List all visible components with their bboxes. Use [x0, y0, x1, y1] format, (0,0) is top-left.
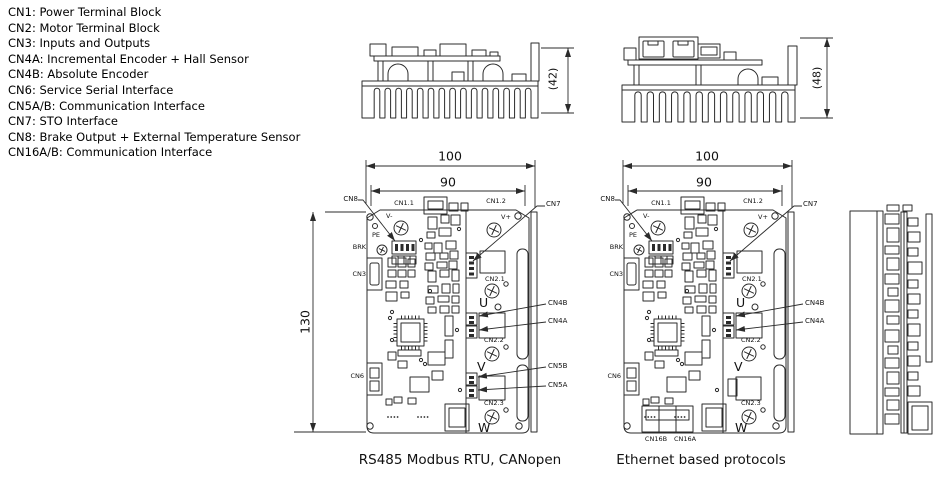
label-cn12-canopen: CN1.2	[486, 197, 506, 205]
label-cn7-canopen: CN7	[546, 200, 561, 208]
label-u-canopen: U	[479, 295, 489, 310]
label-cn23-canopen: CN2.3	[484, 399, 504, 407]
label-cn3-canopen: CN3	[352, 270, 366, 278]
label-cn11-canopen: CN1.1	[394, 199, 414, 207]
legend-item-1: CN2: Motor Terminal Block	[8, 20, 160, 35]
label-cn16b-ethernet: CN16B	[644, 435, 668, 443]
label-v-canopen: V+	[501, 213, 511, 221]
label-v-canopen: V-	[386, 212, 393, 220]
legend-item-2: CN3: Inputs and Outputs	[8, 36, 151, 51]
label-cn4a-ethernet: CN4A	[805, 317, 825, 325]
label-cn11-ethernet: CN1.1	[651, 199, 671, 207]
label-brk-canopen: BRK	[352, 243, 366, 251]
label-w-ethernet: W	[735, 420, 748, 435]
label-cn8-canopen: CN8	[343, 195, 358, 203]
label-v-ethernet: V+	[758, 213, 768, 221]
label-pe-ethernet: PE	[629, 231, 638, 239]
dim-width-inner-ethernet: 90	[696, 174, 712, 190]
legend-item-5: CN6: Service Serial Interface	[8, 82, 174, 97]
label-cn8-ethernet: CN8	[600, 195, 615, 203]
legend-item-3: CN4A: Incremental Encoder + Hall Sensor	[8, 51, 249, 66]
label-cn12-ethernet: CN1.2	[743, 197, 763, 205]
label-cn5b-canopen: CN5B	[548, 362, 568, 370]
label-cn21-ethernet: CN2.1	[742, 275, 762, 283]
dim-width-outer-canopen: 100	[438, 148, 462, 164]
label-brk-ethernet: BRK	[609, 243, 623, 251]
label-w-canopen: W	[478, 420, 491, 435]
label-cn6-canopen: CN6	[350, 372, 364, 380]
label-cn23-ethernet: CN2.3	[741, 399, 761, 407]
legend-item-4: CN4B: Absolute Encoder	[8, 67, 149, 82]
legend-item-9: CN16A/B: Communication Interface	[8, 145, 213, 160]
caption-ethernet-variant: Ethernet based protocols	[616, 452, 786, 468]
label-v-ethernet: V	[734, 359, 743, 374]
label-cn5a-canopen: CN5A	[548, 381, 568, 389]
label-cn3-ethernet: CN3	[609, 270, 623, 278]
dim-width-outer-ethernet: 100	[695, 148, 719, 164]
dim-width-inner-canopen: 90	[440, 174, 456, 190]
legend-item-7: CN7: STO Interface	[8, 114, 118, 129]
label-cn16a-ethernet: CN16A	[673, 435, 697, 443]
dim-height-side-canopen: (42)	[546, 67, 560, 91]
caption-canopen-variant: RS485 Modbus RTU, CANopen	[358, 452, 562, 468]
dim-height-board: 130	[297, 310, 313, 334]
dim-height-side-ethernet: (48)	[810, 66, 824, 90]
legend-item-8: CN8: Brake Output + External Temperature…	[8, 129, 301, 144]
label-cn22-canopen: CN2.2	[484, 336, 504, 344]
label-v-canopen: V	[477, 359, 486, 374]
label-cn4b-canopen: CN4B	[548, 299, 568, 307]
label-cn21-canopen: CN2.1	[485, 275, 505, 283]
label-cn22-ethernet: CN2.2	[741, 336, 761, 344]
legend-item-6: CN5A/B: Communication Interface	[8, 98, 205, 113]
label-v-ethernet: V-	[643, 212, 650, 220]
label-pe-canopen: PE	[372, 231, 381, 239]
label-cn6-ethernet: CN6	[607, 372, 621, 380]
label-cn7-ethernet: CN7	[803, 200, 818, 208]
label-cn4a-canopen: CN4A	[548, 317, 568, 325]
label-cn4b-ethernet: CN4B	[805, 299, 825, 307]
label-u-ethernet: U	[736, 295, 746, 310]
legend-item-0: CN1: Power Terminal Block	[8, 5, 162, 19]
